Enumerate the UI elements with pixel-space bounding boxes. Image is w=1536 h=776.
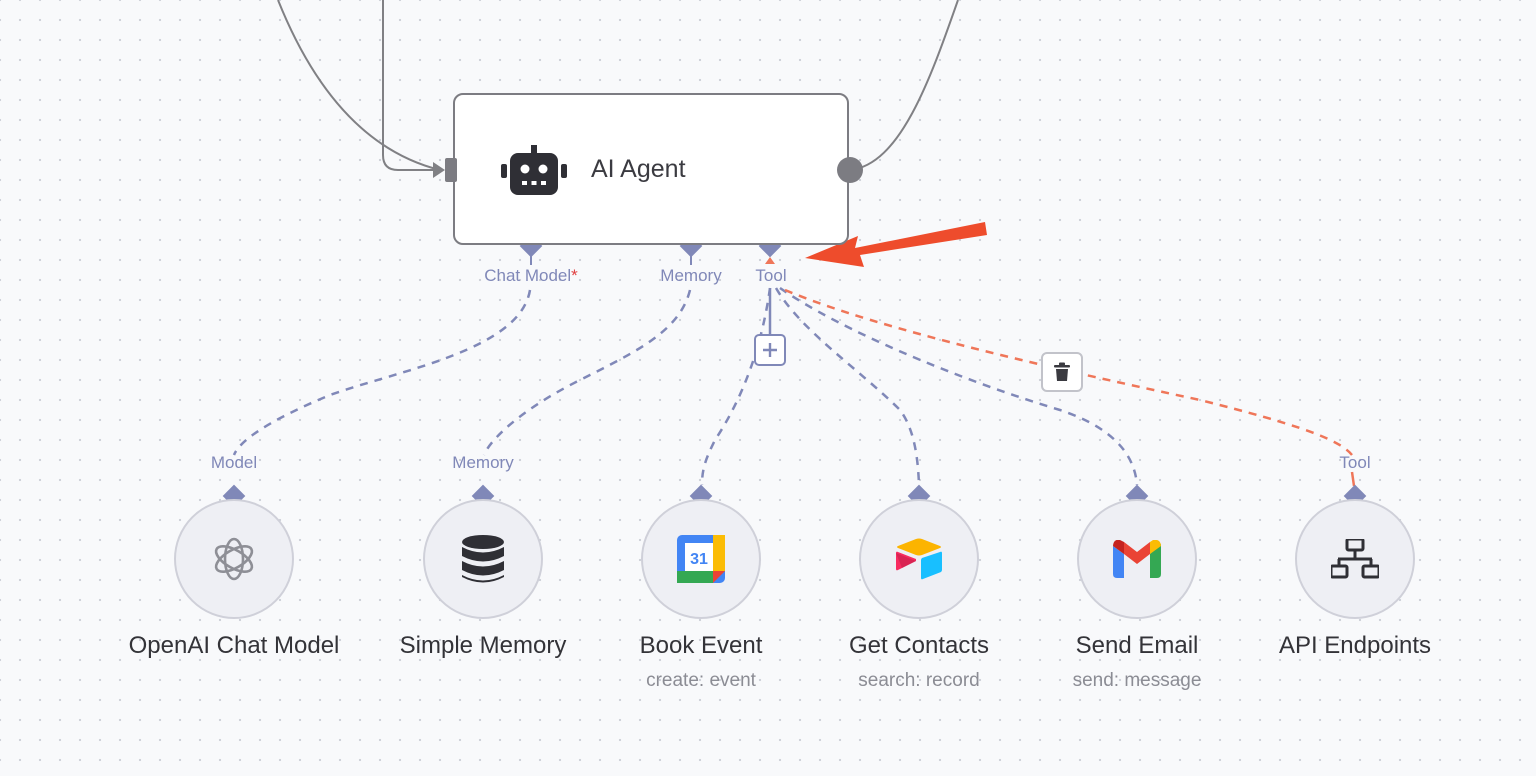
node-title-memory: Simple Memory [399, 632, 567, 659]
plus-icon [763, 343, 777, 357]
node-simple-memory[interactable] [423, 499, 543, 619]
edge-tool-api-endpoints[interactable] [784, 288, 1353, 456]
input-label-tool: Tool [1339, 453, 1371, 472]
node-get-contacts[interactable] [859, 499, 979, 619]
port-label-tool: Tool [755, 266, 787, 285]
node-send-email[interactable] [1077, 499, 1197, 619]
port-label-chat-model: Chat Model* [484, 266, 578, 285]
annotation-arrow [805, 222, 987, 267]
gmail-icon [1113, 540, 1161, 578]
node-book-event[interactable]: 31 [641, 499, 761, 619]
add-tool-button[interactable] [754, 334, 786, 366]
incoming-edge-curve[interactable] [277, 0, 441, 171]
edge-chat-model[interactable] [232, 289, 532, 456]
node-subtitle-send-email: send: message [1072, 670, 1202, 691]
tool-connector-arrow [765, 257, 775, 264]
node-title-book-event: Book Event [639, 632, 763, 659]
node-title-get-contacts: Get Contacts [848, 632, 990, 659]
network-icon [1331, 539, 1379, 579]
openai-icon [214, 537, 254, 581]
node-subtitle-get-contacts: search: record [858, 670, 980, 691]
trash-icon [1054, 362, 1070, 381]
node-title-send-email: Send Email [1075, 632, 1199, 659]
input-label-model: Model [210, 453, 258, 472]
port-label-memory: Memory [660, 266, 722, 285]
edge-tool-book-event[interactable] [700, 287, 772, 486]
outgoing-edge[interactable] [849, 0, 959, 171]
incoming-edge-left[interactable] [382, 0, 440, 171]
node-title-api-endpoints: API Endpoints [1278, 632, 1432, 659]
input-arrowhead [433, 162, 445, 178]
ai-agent-node[interactable]: AI Agent [453, 93, 849, 245]
airtable-icon [896, 538, 942, 580]
agent-input-handle[interactable] [445, 158, 457, 182]
edge-memory[interactable] [482, 289, 692, 456]
svg-text:31: 31 [690, 551, 708, 568]
agent-title: AI Agent [591, 155, 686, 183]
required-asterisk: * [571, 266, 578, 285]
input-label-memory: Memory [452, 453, 514, 472]
delete-connection-button[interactable] [1041, 352, 1083, 392]
database-icon [462, 535, 504, 583]
node-openai-chat-model[interactable] [174, 499, 294, 619]
node-title-openai: OpenAI Chat Model [128, 632, 340, 659]
agent-output-handle[interactable] [837, 157, 863, 183]
edge-tool-get-contacts[interactable] [774, 287, 921, 486]
edge-tool-send-email[interactable] [779, 286, 1139, 486]
google-calendar-icon: 31 [677, 535, 725, 583]
node-subtitle-book-event: create: event [646, 670, 756, 691]
robot-icon [501, 145, 567, 195]
edge-tool-api-endpoints-tail [1350, 471, 1356, 487]
node-api-endpoints[interactable] [1295, 499, 1415, 619]
